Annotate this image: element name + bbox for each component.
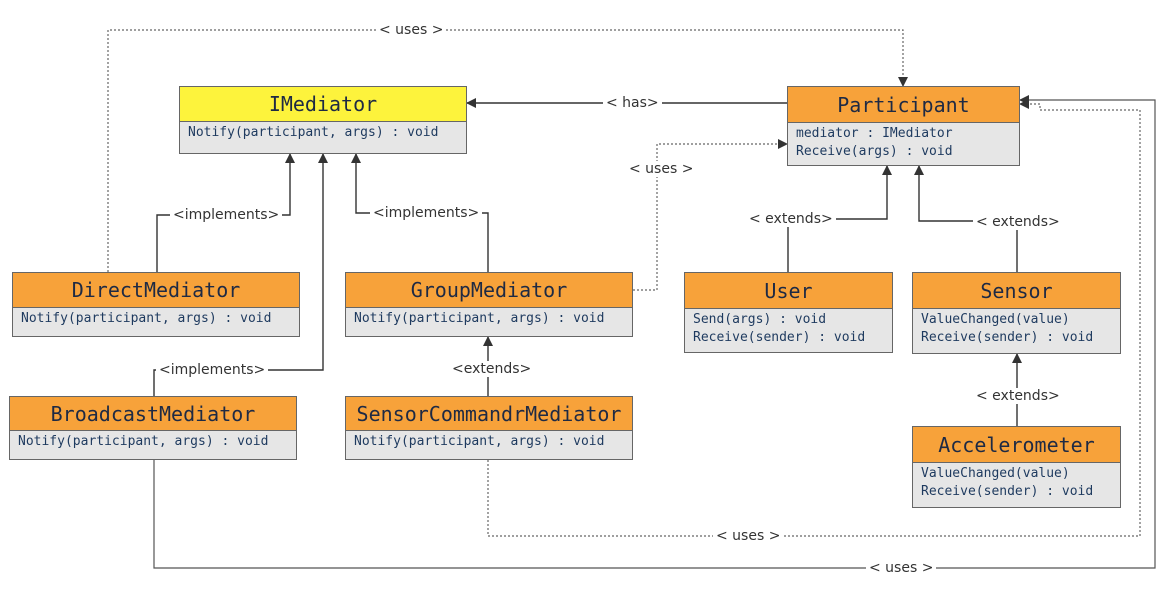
group-uses-participant-line [633,139,788,291]
class-broadcast-mediator[interactable]: BroadcastMediator Notify(participant, ar… [9,396,297,460]
sensor-extends-line [914,165,1018,272]
user-extends-line [787,165,892,272]
class-sensor-commandr-mediator-member: Notify(participant, args) : void [354,434,605,449]
class-accelerometer-member: Receive(sender) : void [921,484,1094,499]
class-sensor-member: ValueChanged(value) [921,312,1070,327]
label-extends-accel: < extends> [973,388,1063,404]
label-implements-broadcast: <implements> [156,362,269,378]
class-direct-mediator-name: DirectMediator [13,273,299,308]
label-extends-user: < extends> [746,211,836,227]
class-sensor-member: Receive(sender) : void [921,330,1094,345]
class-accelerometer[interactable]: Accelerometer ValueChanged(value) Receiv… [912,426,1121,508]
class-broadcast-mediator-name: BroadcastMediator [10,397,296,431]
class-participant-member: mediator : IMediator [796,126,953,141]
class-sensor-commandr-mediator-name: SensorCommandrMediator [346,397,632,431]
class-participant[interactable]: Participant mediator : IMediator Receive… [787,86,1020,166]
label-uses-bottom-inner: < uses > [713,528,784,544]
class-group-mediator-member: Notify(participant, args) : void [354,311,605,326]
class-participant-member: Receive(args) : void [796,144,953,159]
label-implements-direct: <implements> [170,207,283,223]
label-extends-sensor: < extends> [973,214,1063,230]
class-sensor-name: Sensor [913,273,1120,309]
class-broadcast-mediator-member: Notify(participant, args) : void [18,434,269,449]
class-user-name: User [685,273,892,309]
label-uses-bottom-outer: < uses > [866,560,937,576]
class-sensor[interactable]: Sensor ValueChanged(value) Receive(sende… [912,272,1121,354]
class-direct-mediator-member: Notify(participant, args) : void [21,311,272,326]
class-imediator[interactable]: IMediator Notify(participant, args) : vo… [179,86,467,154]
label-uses-group: < uses > [626,161,697,177]
label-has: < has> [603,95,662,111]
class-imediator-name: IMediator [180,87,466,122]
label-extends-sensorcmd: <extends> [449,361,535,377]
class-participant-name: Participant [788,87,1019,123]
broadcast-uses-participant-line [153,95,1156,569]
class-imediator-member: Notify(participant, args) : void [188,125,439,140]
class-group-mediator[interactable]: GroupMediator Notify(participant, args) … [345,272,633,337]
class-accelerometer-member: ValueChanged(value) [921,466,1070,481]
label-implements-group: <implements> [370,205,483,221]
sensorcmd-uses-participant-line [487,99,1141,537]
class-user-member: Receive(sender) : void [693,330,866,345]
direct-uses-participant-line [107,29,908,272]
class-accelerometer-name: Accelerometer [913,427,1120,463]
class-user[interactable]: User Send(args) : void Receive(sender) :… [684,272,893,353]
class-direct-mediator[interactable]: DirectMediator Notify(participant, args)… [12,272,300,337]
label-uses-top: < uses > [376,22,447,38]
class-user-member: Send(args) : void [693,312,827,327]
class-group-mediator-name: GroupMediator [346,273,632,308]
class-sensor-commandr-mediator[interactable]: SensorCommandrMediator Notify(participan… [345,396,633,460]
